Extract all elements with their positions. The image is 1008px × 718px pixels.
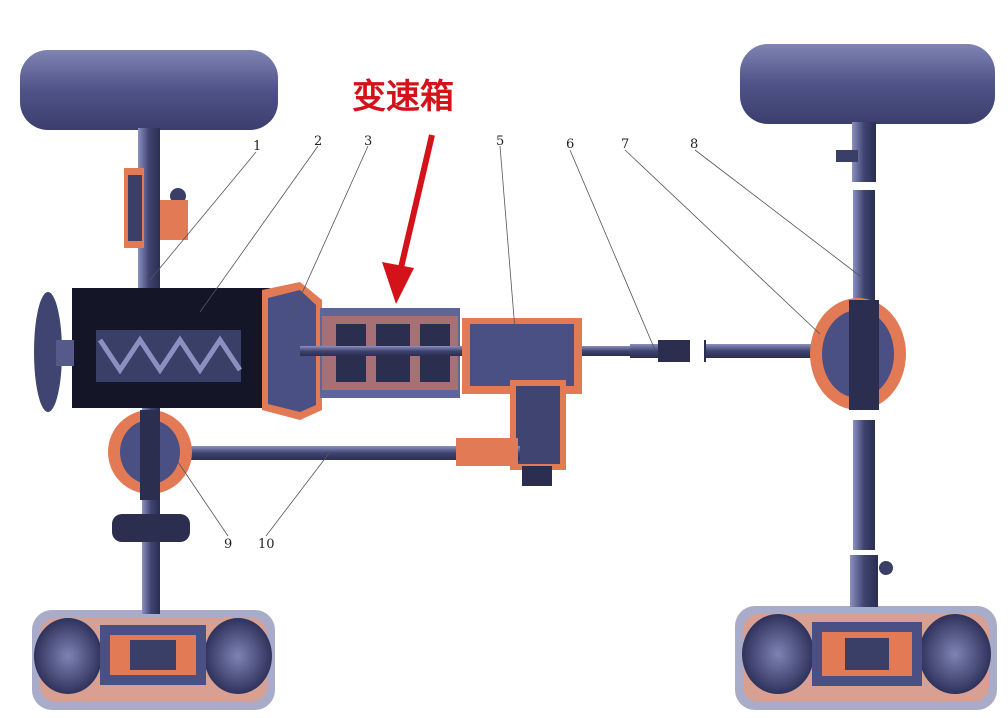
callout-10: 10: [258, 537, 275, 552]
callout-8: 8: [690, 137, 698, 152]
down-arrow-icon: [382, 134, 435, 304]
callout-9: 9: [224, 537, 232, 552]
front-right-tire: [740, 44, 995, 124]
callout-6: 6: [566, 137, 574, 152]
engine: [34, 288, 270, 412]
rear-propeller-shaft: [630, 344, 815, 358]
leader-lines: [149, 145, 861, 537]
callout-2: 2: [314, 134, 322, 149]
rear-left-wheel: [32, 610, 275, 710]
rear-right-wheel: [735, 606, 997, 710]
callout-1: 1: [253, 139, 261, 154]
callout-7: 7: [621, 137, 629, 152]
front-differential: [108, 410, 192, 500]
callout-5: 5: [496, 134, 504, 149]
callout-3: 3: [364, 134, 372, 149]
front-propeller-shaft: [180, 446, 520, 460]
gearbox-annotation-label: 变速箱: [352, 77, 454, 117]
right-axle: [836, 122, 893, 607]
front-left-tire: [20, 50, 278, 130]
rear-differential: [810, 298, 906, 410]
